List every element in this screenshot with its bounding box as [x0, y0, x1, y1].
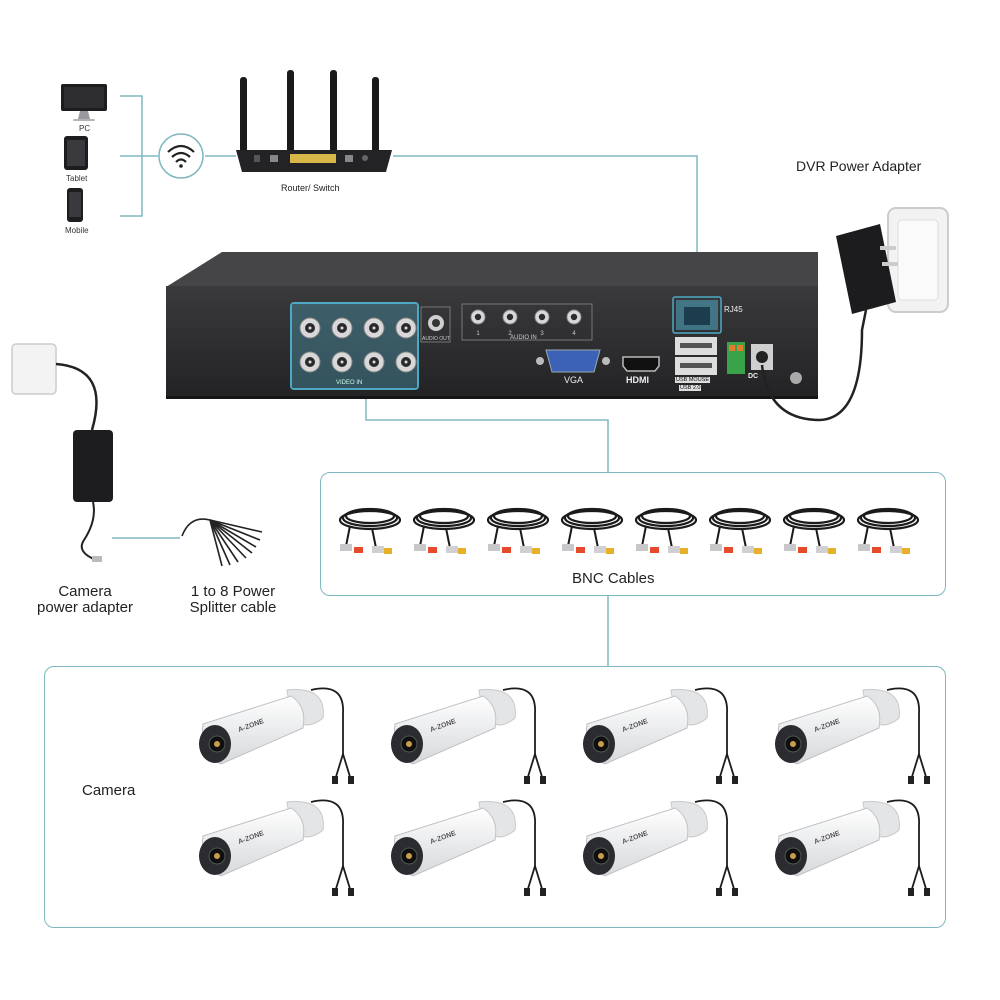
audio-in-port: 2	[502, 309, 518, 337]
bnc-cable	[634, 507, 698, 554]
adapter-mains-cable	[55, 362, 98, 431]
mobile-phone-icon	[67, 188, 83, 222]
bnc-port	[299, 351, 321, 373]
alarm-terminal	[727, 342, 745, 374]
rj45-port	[672, 296, 722, 334]
usb-ports	[675, 337, 717, 375]
vga-port	[536, 349, 610, 373]
hdmi-port	[622, 356, 660, 372]
vga-label: VGA	[564, 375, 584, 385]
bullet-camera: A-ZONE	[199, 799, 354, 896]
router-to-rj45-line	[393, 155, 698, 297]
video-in-label: VIDEO IN	[336, 380, 363, 386]
pc-monitor-icon	[61, 84, 107, 121]
audio-in-port: 1	[470, 309, 486, 337]
bullet-camera: A-ZONE	[583, 687, 738, 784]
audio-in-frame	[461, 303, 593, 341]
wall-socket-left	[11, 343, 57, 395]
dc-power-port	[751, 344, 773, 370]
connector-lines	[112, 95, 698, 666]
splitter-line2: Splitter cable	[189, 599, 277, 616]
mobile-label: Mobile	[65, 226, 89, 235]
ground-screw	[790, 372, 802, 384]
tablet-icon	[64, 136, 88, 170]
bullet-camera: A-ZONE	[583, 799, 738, 896]
dvr-power-adapter	[836, 224, 898, 314]
usb-label: USB 2.0	[679, 385, 702, 391]
bnc-cables-label: BNC Cables	[572, 570, 655, 587]
camera-box	[44, 666, 946, 928]
power-splitter-cable	[181, 518, 263, 567]
audio-out-label: AUDIO OUT	[422, 336, 450, 342]
bnc-cable	[486, 507, 550, 554]
bnc-cable	[708, 507, 772, 554]
camera-label: Camera	[82, 782, 136, 799]
bullet-camera: A-ZONE	[775, 799, 930, 896]
camera-power-adapter-label: Camera power adapter	[28, 584, 142, 616]
audio-in-port-number: 3	[540, 331, 544, 337]
usb-mouse-label: USB MOUSE	[675, 377, 711, 383]
bnc-cable	[560, 507, 624, 554]
audio-in-port: 4	[566, 309, 582, 337]
audio-in-port-number: 1	[476, 331, 480, 337]
router-switch	[236, 70, 392, 172]
camera-power-adapter-line2: power adapter	[37, 599, 133, 616]
tablet-label: Tablet	[66, 174, 88, 183]
hdmi-label: HDMI	[626, 375, 649, 385]
audio-in-port: 3	[534, 309, 550, 337]
dvr-recorder: 1 2 3 4	[166, 252, 818, 399]
audio-out-port	[420, 306, 451, 343]
camera-power-adapter	[73, 430, 113, 562]
camera-grid: A-ZONE A-ZONE A-ZONE A-ZONE A-ZONE A-ZONE A-ZO…	[199, 687, 930, 896]
splitter-label: 1 to 8 Power Splitter cable	[180, 584, 286, 616]
dc-label: DC	[748, 373, 759, 380]
wifi-icon	[158, 133, 204, 179]
bnc-port	[363, 317, 385, 339]
audio-in-ports: 1 2 3 4	[470, 309, 582, 337]
dvr-power-cable	[760, 309, 868, 422]
bullet-camera: A-ZONE	[391, 687, 546, 784]
video-in-ports	[299, 317, 417, 373]
bullet-camera: A-ZONE	[391, 799, 546, 896]
audio-in-port-number: 4	[572, 331, 576, 337]
bnc-port	[299, 317, 321, 339]
bnc-cables-group	[338, 507, 920, 554]
camera-power-adapter-line1: Camera	[58, 583, 112, 600]
wall-socket-right	[887, 207, 949, 313]
video-in-to-bnc-line	[365, 390, 609, 472]
router-label: Router/ Switch	[281, 183, 340, 193]
bnc-cable	[412, 507, 476, 554]
bullet-camera: A-ZONE	[775, 687, 930, 784]
bnc-port	[395, 317, 417, 339]
bnc-cables-box	[320, 472, 946, 596]
bullet-camera: A-ZONE	[199, 687, 354, 784]
audio-in-port-number: 2	[508, 331, 512, 337]
video-in-highlight	[290, 302, 419, 390]
bnc-port	[331, 351, 353, 373]
dvr-power-adapter-label: DVR Power Adapter	[796, 158, 922, 174]
bnc-port	[331, 317, 353, 339]
rj45-label: RJ45	[724, 305, 743, 314]
audio-in-label: AUDIO IN	[510, 335, 537, 341]
bnc-cable	[856, 507, 920, 554]
bnc-port	[395, 351, 417, 373]
bnc-cable	[782, 507, 846, 554]
splitter-line1: 1 to 8 Power	[190, 583, 276, 600]
pc-label: PC	[79, 124, 91, 133]
bnc-port	[363, 351, 385, 373]
bnc-cable	[338, 507, 402, 554]
